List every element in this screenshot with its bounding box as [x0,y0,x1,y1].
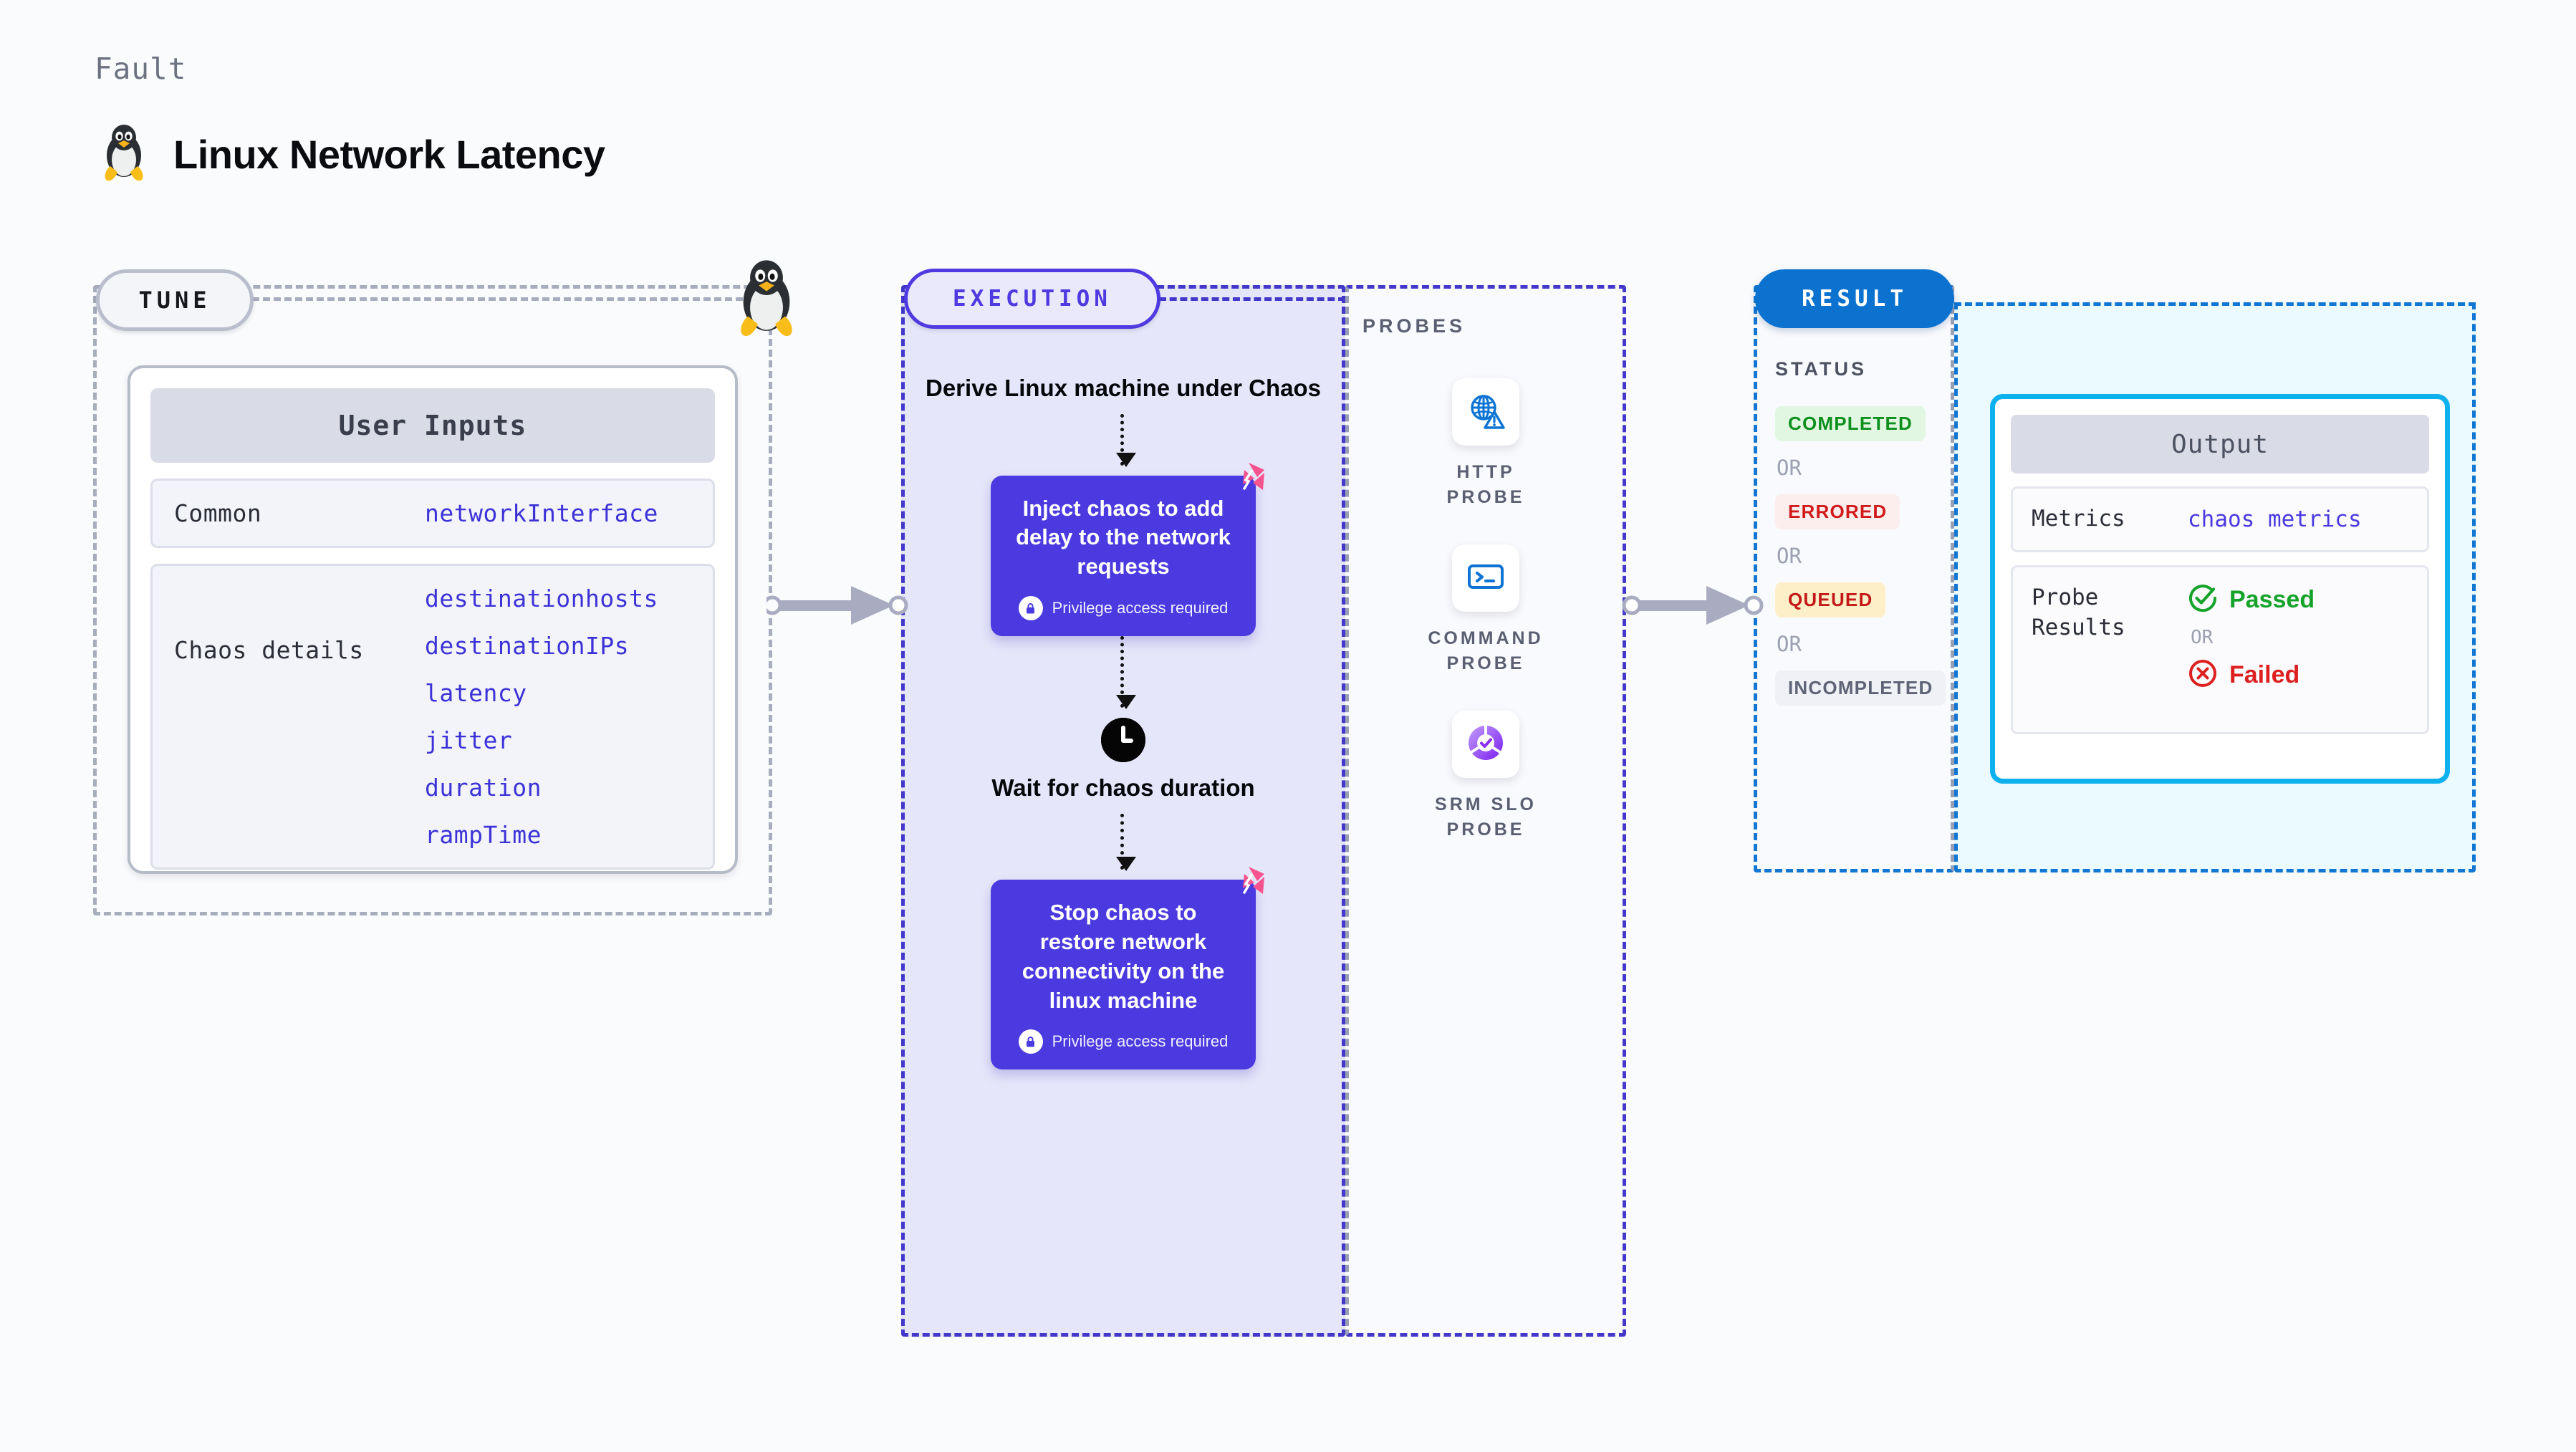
page-title: Linux Network Latency [173,132,605,177]
page-eyebrow: Fault [95,52,187,86]
section-key: Chaos details [174,636,364,664]
execution-chaos-card-inject[interactable]: Inject chaos to add delay to the network… [991,462,1264,637]
or-label: OR [1777,632,1802,656]
execution-chaos-card-stop[interactable]: Stop chaos to restore network connectivi… [991,866,1264,1070]
lock-icon [1018,596,1043,621]
connector-tune-to-execution [762,580,917,630]
status-badge-queued: QUEUED [1775,582,1886,617]
user-inputs-section-common: Common networkInterface [150,479,715,548]
srm-slo-icon [1465,722,1506,767]
output-key: Metrics [2032,506,2125,532]
input-param[interactable]: latency [425,679,527,707]
flow-arrow [1115,636,1136,710]
tune-lane-top-divider [252,297,754,301]
output-card: Output Metrics chaos metrics Probe Resul… [1990,394,2450,784]
output-key: Probe Results [2032,584,2125,640]
status-badge-completed: COMPLETED [1775,406,1926,441]
or-label: OR [1777,456,1802,480]
user-inputs-card: User Inputs Common networkInterface Chao… [128,365,738,874]
probes-lane [1345,285,1626,1337]
chaos-card-title: Inject chaos to add delay to the network… [1016,495,1231,580]
section-key: Common [174,499,262,527]
probe-label: HTTP PROBE [1446,462,1525,507]
probe-result-passed: Passed [2188,583,2315,617]
output-section-metrics: Metrics chaos metrics [2011,486,2429,552]
input-param[interactable]: destinationhosts [425,585,658,612]
result-status-column: STATUS COMPLETED OR ERRORED OR QUEUED OR… [1775,358,1954,706]
clock-icon [1101,718,1145,763]
input-param[interactable]: rampTime [425,821,542,849]
x-circle-icon [2188,658,2218,692]
privilege-note-text: Privilege access required [1052,599,1229,617]
result-lane-top-divider [1954,302,2476,306]
page-title-row: Linux Network Latency [99,122,605,187]
probe-result-options: Passed OR Failed [2188,583,2315,692]
input-param[interactable]: jitter [425,726,513,754]
probe-tile[interactable] [1452,544,1519,612]
probe-result-label: Passed [2229,585,2315,613]
output-header: Output [2011,415,2429,473]
execution-flow: Derive Linux machine under Chaos Inject … [901,372,1345,1070]
probe-item-command[interactable]: COMMAND PROBE [1414,544,1557,676]
result-pill[interactable]: RESULT [1755,269,1954,328]
chaos-badge-icon [1227,460,1267,500]
probe-item-http[interactable]: HTTP PROBE [1414,378,1557,510]
status-badge-errored: ERRORED [1775,494,1900,529]
probe-result-label: Failed [2229,660,2300,688]
globe-warning-icon [1466,390,1506,434]
terminal-icon [1466,557,1506,600]
section-values: networkInterface [425,499,658,527]
probe-label: SRM SLO PROBE [1435,794,1537,840]
probe-tile[interactable] [1452,711,1519,778]
input-param[interactable]: destinationIPs [425,632,630,660]
status-heading: STATUS [1775,358,1867,380]
or-label: OR [1777,544,1802,568]
output-value[interactable]: chaos metrics [2188,506,2362,532]
section-values: destinationhosts destinationIPs latency … [425,585,658,849]
flow-arrow [1115,813,1136,871]
flow-arrow [1115,413,1136,467]
input-param[interactable]: duration [425,774,542,802]
status-badge-incompleted: INCOMPLETED [1775,670,1946,706]
probes-heading: PROBES [1363,315,1466,337]
execution-pill[interactable]: EXECUTION [904,269,1160,329]
linux-penguin-icon [732,256,801,340]
output-section-probe-results: Probe Results Passed OR [2011,564,2429,734]
user-inputs-header: User Inputs [150,388,715,463]
execution-step-title: Derive Linux machine under Chaos [926,375,1321,401]
lock-icon [1018,1029,1043,1054]
connector-probes-to-result [1618,580,1768,630]
user-inputs-section-chaos-details: Chaos details destinationhosts destinati… [150,564,715,870]
probe-result-failed: Failed [2188,658,2315,692]
probe-label: COMMAND PROBE [1428,628,1544,673]
privilege-note: Privilege access required [1012,596,1234,621]
privilege-note-text: Privilege access required [1052,1032,1229,1051]
tune-pill[interactable]: TUNE [96,269,254,331]
probe-tile[interactable] [1452,378,1519,446]
check-circle-icon [2188,583,2218,617]
privilege-note: Privilege access required [1012,1029,1234,1054]
linux-penguin-icon [99,122,149,187]
or-label: OR [2191,626,2214,648]
chaos-badge-icon [1227,864,1267,904]
probes-list: HTTP PROBE COMMAND PROBE [1345,378,1626,842]
result-lane [1754,285,1954,872]
probe-item-srm-slo[interactable]: SRM SLO PROBE [1414,711,1557,842]
execution-lane-top-divider [1159,297,1345,301]
execution-step-title: Wait for chaos duration [991,774,1255,802]
chaos-card-title: Stop chaos to restore network connectivi… [1022,899,1225,1013]
input-param[interactable]: networkInterface [425,499,658,527]
